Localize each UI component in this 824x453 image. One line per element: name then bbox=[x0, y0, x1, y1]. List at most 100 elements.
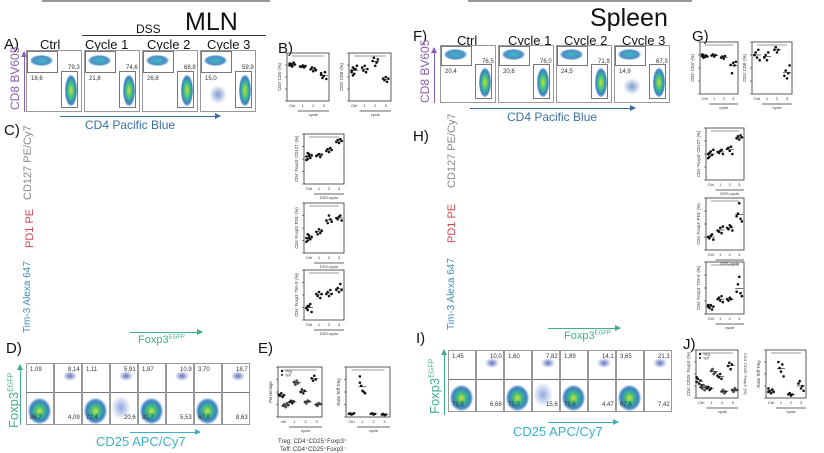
gate-percentage: 7,82 bbox=[546, 354, 558, 360]
gate-percentage: 75,0 bbox=[508, 402, 520, 408]
gate-percentage: 14,1 bbox=[602, 354, 614, 360]
data-point bbox=[711, 367, 714, 371]
x-tick-label: 2 bbox=[328, 186, 331, 191]
data-point bbox=[307, 154, 311, 158]
condition-cycle-3: Cycle 3 bbox=[207, 37, 251, 52]
gate-percentage: 14,2 bbox=[644, 1, 656, 2]
y-axis-label: CD3⁺CD8⁺(%) bbox=[339, 63, 344, 91]
cd8-gate bbox=[441, 46, 472, 67]
data-point bbox=[771, 388, 774, 391]
data-point bbox=[714, 53, 717, 57]
gate-percentage: 9,81 bbox=[588, 1, 600, 2]
data-point bbox=[701, 383, 705, 387]
x-tick-label: 3 bbox=[738, 182, 741, 187]
cd4-gate bbox=[533, 64, 550, 99]
x-tick-label: 2 bbox=[374, 103, 377, 108]
data-point bbox=[739, 291, 742, 295]
data-point bbox=[774, 45, 777, 49]
foxp3-negative-population bbox=[196, 398, 219, 424]
treg-population bbox=[541, 358, 556, 368]
data-point bbox=[315, 404, 319, 408]
data-point bbox=[718, 226, 722, 230]
x-tick-label: 2 bbox=[729, 182, 732, 187]
h-ylabel-pd1: PD1 PE bbox=[446, 203, 458, 243]
cd4-population bbox=[123, 75, 135, 107]
gate-percentage: 20,6 bbox=[503, 69, 515, 76]
data-point bbox=[757, 48, 760, 52]
x-tick-label: 3 bbox=[732, 400, 735, 405]
data-point bbox=[721, 225, 725, 228]
cd4-gate bbox=[61, 70, 78, 108]
quadrant-divider bbox=[449, 378, 475, 380]
x-tick-label: ctrl bbox=[281, 419, 286, 424]
positive-gate bbox=[662, 1, 683, 2]
spleen-condition-cycle-2: Cycle 2 bbox=[564, 33, 608, 48]
data-point bbox=[326, 147, 329, 151]
data-point bbox=[306, 151, 309, 155]
y-axis-label: Ratio Teff:Treg bbox=[336, 378, 341, 406]
data-point bbox=[320, 229, 323, 232]
cd8-population bbox=[617, 49, 642, 60]
data-point bbox=[785, 77, 789, 80]
gate-percentage: 13,4 bbox=[164, 1, 176, 2]
condition-ctrl: Ctrl bbox=[40, 37, 61, 52]
x-tick-label: Ctrl bbox=[708, 252, 714, 257]
data-point bbox=[310, 66, 314, 69]
x-tick-label: Ctrl bbox=[708, 316, 714, 321]
data-point bbox=[726, 364, 730, 368]
c-ylabel-cd127: CD127 PE/Cy7 bbox=[22, 125, 34, 200]
x-tick-label: Ctrl bbox=[289, 103, 295, 108]
data-point bbox=[740, 294, 744, 298]
x-tick-label: 1 bbox=[719, 182, 722, 187]
data-point bbox=[797, 382, 800, 385]
quadrant-divider bbox=[617, 378, 643, 380]
h-ylabel-cd127: CD127 PE/Cy7 bbox=[446, 113, 458, 188]
x-tick-label: 2 bbox=[328, 255, 331, 260]
data-point bbox=[327, 150, 331, 154]
data-point bbox=[721, 152, 725, 156]
data-point bbox=[376, 58, 380, 61]
data-point bbox=[736, 282, 740, 286]
c-ylabel-tim3: Tim-3 Alexa 647 bbox=[22, 261, 33, 333]
gate-percentage: 10,0 bbox=[490, 354, 502, 360]
data-point bbox=[720, 377, 723, 381]
gate-percentage: 1,45 bbox=[452, 354, 464, 360]
a-xlabel: CD4 Pacific Blue bbox=[85, 118, 176, 132]
d-ylabel-sup: EGFP bbox=[7, 372, 15, 392]
gate-percentage: 59,9 bbox=[242, 65, 254, 72]
legend-label: Teff bbox=[703, 357, 709, 361]
data-point bbox=[281, 395, 284, 399]
x-tick-label: 1 bbox=[780, 400, 783, 405]
x-tick-label: 3 bbox=[383, 419, 386, 424]
x-axis-label: cycle bbox=[371, 112, 381, 117]
cd8-gate bbox=[143, 51, 174, 73]
data-point bbox=[329, 288, 332, 292]
gate-percentage: 10,9 bbox=[180, 367, 192, 373]
data-point bbox=[337, 141, 341, 145]
data-point bbox=[722, 57, 726, 60]
data-point bbox=[727, 146, 730, 150]
gate-percentage: 5,91 bbox=[124, 367, 136, 373]
gate-percentage: 79,8 bbox=[452, 402, 464, 408]
teff-population bbox=[533, 382, 553, 407]
data-point bbox=[327, 214, 331, 217]
flow-contour-plot: 13,4 bbox=[156, 0, 213, 2]
panel-i-label: I) bbox=[416, 330, 426, 347]
data-point bbox=[788, 391, 791, 395]
data-point bbox=[717, 151, 721, 155]
mln-title: MLN bbox=[185, 8, 238, 36]
data-point bbox=[720, 231, 723, 235]
spleen-condition-cycle-1: Cycle 1 bbox=[508, 33, 552, 48]
positive-gate bbox=[550, 1, 571, 2]
data-point bbox=[302, 391, 305, 395]
treg-population bbox=[485, 358, 500, 368]
data-point bbox=[781, 363, 784, 366]
